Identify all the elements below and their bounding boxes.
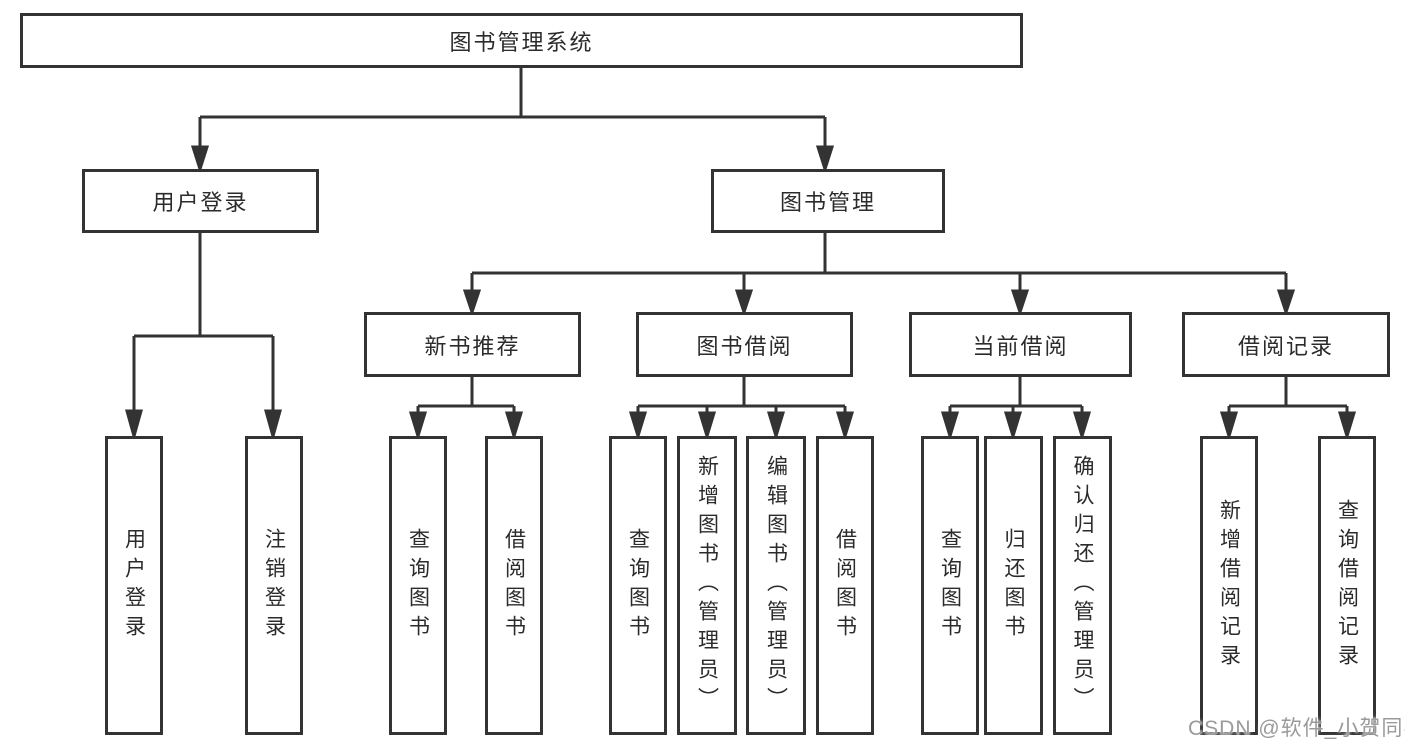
arrow-down-icon [815, 145, 835, 174]
arrow-down-icon [264, 409, 282, 442]
connector-borrow-records-children [1219, 377, 1357, 442]
node-borrow-records: 借阅记录 [1182, 312, 1390, 377]
connector-book-borrow-children [628, 377, 855, 442]
arrow-down-icon [1072, 411, 1092, 442]
connector-book-management-children [462, 233, 1296, 317]
arrow-down-icon [697, 411, 717, 442]
node-library-management-system: 图书管理系统 [20, 13, 1023, 68]
connector-user-login-children [125, 233, 282, 442]
arrow-down-icon [734, 289, 754, 317]
connector-root-to-level2 [190, 68, 835, 174]
arrow-down-icon [1010, 289, 1030, 317]
node-user-login: 用户登录 [82, 169, 319, 233]
node-new-book-recommend: 新书推荐 [364, 312, 581, 377]
arrow-down-icon [1337, 411, 1357, 442]
leaf-add-borrow-record: 新增借阅记录 [1200, 436, 1258, 735]
leaf-query-books-borrow: 查询图书 [609, 436, 667, 735]
leaf-user-login: 用户登录 [105, 436, 163, 735]
leaf-query-borrow-record: 查询借阅记录 [1318, 436, 1376, 735]
arrow-down-icon [125, 409, 143, 442]
leaf-query-books-current: 查询图书 [921, 436, 979, 735]
arrow-down-icon [835, 411, 855, 442]
arrow-down-icon [190, 145, 210, 174]
leaf-logout: 注销登录 [245, 436, 303, 735]
arrow-down-icon [408, 411, 428, 442]
node-current-borrow: 当前借阅 [909, 312, 1132, 377]
leaf-query-books-recommend: 查询图书 [389, 436, 447, 735]
leaf-return-books: 归还图书 [984, 436, 1043, 735]
arrow-down-icon [1276, 289, 1296, 317]
leaf-edit-books-admin: 编辑图书（管理员） [746, 436, 806, 735]
leaf-borrow-books-recommend: 借阅图书 [485, 436, 543, 735]
arrow-down-icon [766, 411, 786, 442]
arrow-down-icon [1219, 411, 1239, 442]
leaf-confirm-return-admin: 确认归还（管理员） [1053, 436, 1112, 735]
leaf-borrow-books: 借阅图书 [816, 436, 874, 735]
connector-current-borrow-children [940, 377, 1092, 442]
arrow-down-icon [462, 289, 482, 317]
arrow-down-icon [504, 411, 524, 442]
node-book-borrow: 图书借阅 [636, 312, 853, 377]
connector-new-book-recommend-children [408, 377, 524, 442]
arrow-down-icon [940, 411, 960, 442]
csdn-watermark: CSDN @软件_小贺同学 [1188, 717, 1405, 740]
arrow-down-icon [628, 411, 648, 442]
leaf-add-books-admin: 新增图书（管理员） [677, 436, 737, 735]
arrow-down-icon [1003, 411, 1023, 442]
node-book-management: 图书管理 [711, 169, 945, 233]
